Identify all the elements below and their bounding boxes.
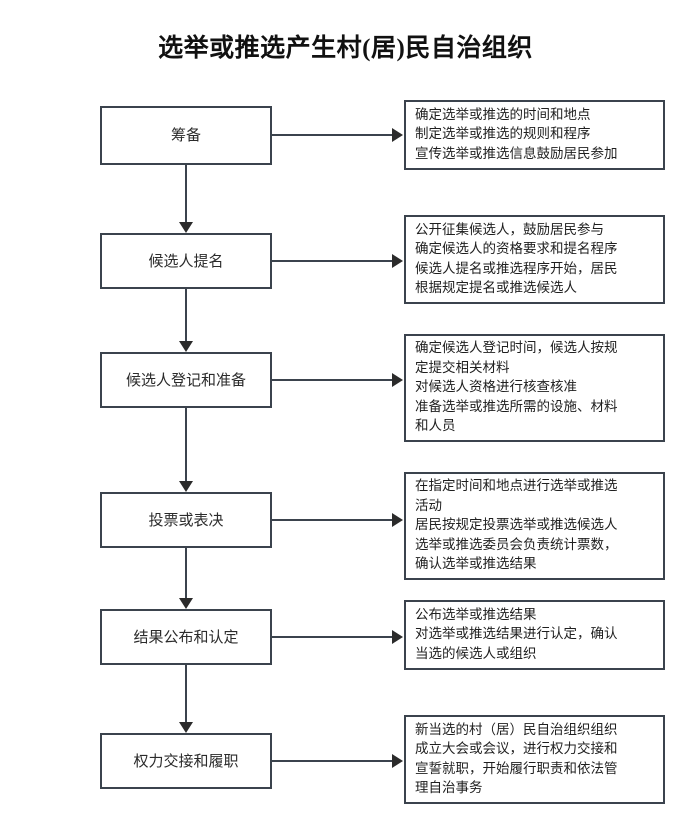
stage-box-preparation[interactable]: 筹备 xyxy=(100,106,272,165)
connector-stage-to-detail-6 xyxy=(272,760,394,762)
connector-stage-5-to-6 xyxy=(185,665,187,727)
arrowhead-down-5 xyxy=(179,722,193,733)
stage-label: 投票或表决 xyxy=(148,510,224,529)
stage-box-voting[interactable]: 投票或表决 xyxy=(100,492,272,548)
arrowhead-down-3 xyxy=(179,481,193,492)
stage-box-candidate-registration[interactable]: 候选人登记和准备 xyxy=(100,352,272,408)
stage-label: 结果公布和认定 xyxy=(133,627,239,646)
stage-box-result-announcement[interactable]: 结果公布和认定 xyxy=(100,609,272,665)
detail-text: 确定选举或推选的时间和地点 制定选举或推选的规则和程序 宣传选举或推选信息鼓励居… xyxy=(415,106,618,162)
arrowhead-down-2 xyxy=(179,341,193,352)
connector-stage-2-to-3 xyxy=(185,289,187,346)
arrowhead-right-1 xyxy=(392,128,403,142)
detail-text: 新当选的村（居）民自治组织组织 成立大会或会议，进行权力交接和 宣誓就职，开始履… xyxy=(415,721,618,797)
arrowhead-down-1 xyxy=(179,222,193,233)
detail-box-voting[interactable]: 在指定时间和地点进行选举或推选 活动 居民按规定投票选举或推选候选人 选举或推选… xyxy=(404,472,665,580)
connector-stage-1-to-2 xyxy=(185,165,187,227)
arrowhead-right-5 xyxy=(392,630,403,644)
stage-label: 候选人登记和准备 xyxy=(125,370,246,389)
stage-box-power-transfer[interactable]: 权力交接和履职 xyxy=(100,733,272,789)
stage-label: 权力交接和履职 xyxy=(133,751,239,770)
arrowhead-right-2 xyxy=(392,254,403,268)
connector-stage-to-detail-4 xyxy=(272,519,394,521)
connector-stage-to-detail-2 xyxy=(272,260,394,262)
detail-text: 公开征集候选人，鼓励居民参与 确定候选人的资格要求和提名程序 候选人提名或推选程… xyxy=(415,221,618,297)
connector-stage-to-detail-5 xyxy=(272,636,394,638)
stage-label: 候选人提名 xyxy=(148,251,224,270)
connector-stage-to-detail-1 xyxy=(272,134,394,136)
detail-box-result-announcement[interactable]: 公布选举或推选结果 对选举或推选结果进行认定，确认 当选的候选人或组织 xyxy=(404,600,665,670)
stage-box-candidate-nomination[interactable]: 候选人提名 xyxy=(100,233,272,289)
detail-text: 公布选举或推选结果 对选举或推选结果进行认定，确认 当选的候选人或组织 xyxy=(415,606,618,662)
arrowhead-right-4 xyxy=(392,513,403,527)
detail-box-preparation[interactable]: 确定选举或推选的时间和地点 制定选举或推选的规则和程序 宣传选举或推选信息鼓励居… xyxy=(404,100,665,170)
page-title: 选举或推选产生村(居)民自治组织 xyxy=(158,35,533,62)
detail-box-candidate-nomination[interactable]: 公开征集候选人，鼓励居民参与 确定候选人的资格要求和提名程序 候选人提名或推选程… xyxy=(404,215,665,304)
detail-text: 确定候选人登记时间，候选人按规 定提交相关材料 对候选人资格进行核查核准 准备选… xyxy=(415,340,618,435)
detail-box-candidate-registration[interactable]: 确定候选人登记时间，候选人按规 定提交相关材料 对候选人资格进行核查核准 准备选… xyxy=(404,334,665,442)
detail-text: 在指定时间和地点进行选举或推选 活动 居民按规定投票选举或推选候选人 选举或推选… xyxy=(415,478,618,573)
connector-stage-3-to-4 xyxy=(185,408,187,485)
connector-stage-to-detail-3 xyxy=(272,379,394,381)
detail-box-power-transfer[interactable]: 新当选的村（居）民自治组织组织 成立大会或会议，进行权力交接和 宣誓就职，开始履… xyxy=(404,715,665,804)
connector-stage-4-to-5 xyxy=(185,548,187,603)
stage-label: 筹备 xyxy=(170,126,201,144)
arrowhead-down-4 xyxy=(179,598,193,609)
arrowhead-right-6 xyxy=(392,754,403,768)
arrowhead-right-3 xyxy=(392,373,403,387)
